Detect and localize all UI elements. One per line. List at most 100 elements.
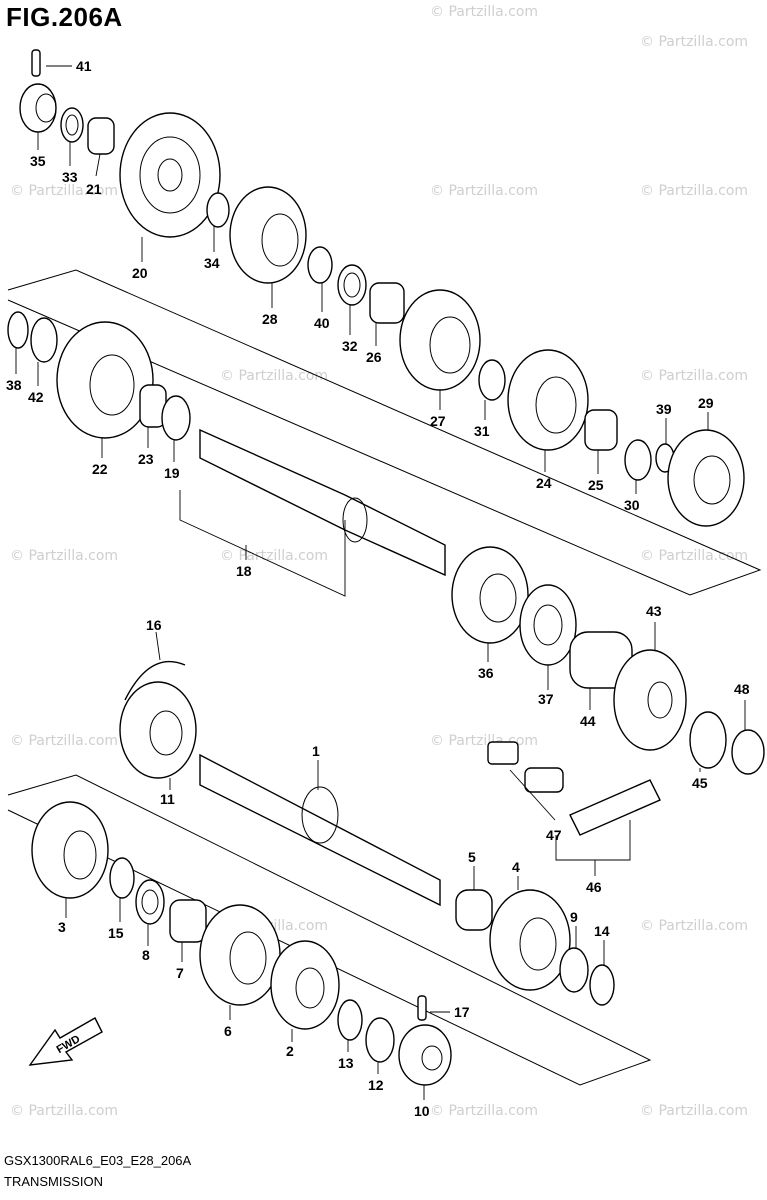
callout-39[interactable]: 39: [656, 401, 672, 417]
callout-28[interactable]: 28: [262, 311, 278, 327]
callout-1[interactable]: 1: [312, 743, 320, 759]
part-6-bore: [229, 931, 267, 985]
part-45-washer[interactable]: [689, 711, 727, 769]
part-15-circlip[interactable]: [109, 857, 135, 899]
part-6-gear[interactable]: [199, 904, 281, 1006]
part-7-needle-bearing[interactable]: [169, 899, 207, 943]
callout-45[interactable]: 45: [692, 775, 708, 791]
watermark: © Partzilla.com: [430, 183, 538, 199]
part-1-gear: [301, 786, 339, 844]
part-22-gear[interactable]: [56, 321, 154, 439]
part-34-circlip[interactable]: [206, 192, 230, 228]
callout-18[interactable]: 18: [236, 563, 252, 579]
callout-44[interactable]: 44: [580, 713, 596, 729]
part-41-pin[interactable]: [31, 49, 41, 77]
part-32-washer[interactable]: [337, 264, 367, 306]
callout-6[interactable]: 6: [224, 1023, 232, 1039]
part-27-gear[interactable]: [399, 289, 481, 391]
part-12-washer[interactable]: [365, 1017, 395, 1063]
part-9-washer[interactable]: [559, 947, 589, 993]
callout-20[interactable]: 20: [132, 265, 148, 281]
callout-32[interactable]: 32: [342, 338, 358, 354]
part-29-gear[interactable]: [667, 429, 745, 527]
callout-48[interactable]: 48: [734, 681, 750, 697]
part-35-bushing[interactable]: [19, 83, 57, 133]
callout-21[interactable]: 21: [86, 181, 102, 197]
part-40-circlip[interactable]: [307, 246, 333, 284]
callout-15[interactable]: 15: [108, 925, 124, 941]
part-28-gear[interactable]: [229, 186, 307, 284]
part-33-washer[interactable]: [60, 107, 84, 143]
callout-10[interactable]: 10: [414, 1103, 430, 1119]
callout-29[interactable]: 29: [698, 395, 714, 411]
callout-40[interactable]: 40: [314, 315, 330, 331]
part-19-circlip[interactable]: [161, 395, 191, 441]
part-4-bore: [519, 917, 557, 971]
part-47-chain-joint-link[interactable]: [524, 767, 564, 793]
part-47-chain-joint-plate[interactable]: [487, 741, 519, 765]
callout-33[interactable]: 33: [62, 169, 78, 185]
part-25-needle-bearing[interactable]: [584, 409, 618, 451]
part-1-driveshaft[interactable]: [199, 753, 441, 907]
callout-2[interactable]: 2: [286, 1043, 294, 1059]
callout-38[interactable]: 38: [6, 377, 22, 393]
callout-46[interactable]: 46: [586, 879, 602, 895]
callout-11[interactable]: 11: [160, 791, 175, 807]
part-30-washer[interactable]: [624, 439, 652, 481]
part-36-bore: [479, 573, 517, 623]
callout-13[interactable]: 13: [338, 1055, 354, 1071]
callout-37[interactable]: 37: [538, 691, 554, 707]
callout-8[interactable]: 8: [142, 947, 150, 963]
part-26-needle-bearing[interactable]: [369, 282, 405, 324]
callout-42[interactable]: 42: [28, 389, 44, 405]
part-36-bearing[interactable]: [451, 546, 529, 644]
callout-25[interactable]: 25: [588, 477, 604, 493]
part-38-circlip[interactable]: [7, 311, 29, 349]
callout-9[interactable]: 9: [570, 909, 578, 925]
callout-4[interactable]: 4: [512, 859, 520, 875]
part-43-sprocket[interactable]: [613, 649, 687, 751]
callout-3[interactable]: 3: [58, 919, 66, 935]
part-42-washer[interactable]: [30, 317, 58, 363]
callout-27[interactable]: 27: [430, 413, 446, 429]
part-20-gear[interactable]: [119, 112, 221, 238]
part-10-bushing[interactable]: [398, 1024, 452, 1086]
part-4-gear[interactable]: [489, 889, 571, 991]
part-3-gear[interactable]: [31, 801, 109, 899]
callout-34[interactable]: 34: [204, 255, 220, 271]
part-5-bushing[interactable]: [455, 889, 493, 931]
callout-41[interactable]: 41: [76, 58, 92, 74]
callout-19[interactable]: 19: [164, 465, 180, 481]
part-22-bore: [89, 354, 135, 416]
part-48-nut[interactable]: [731, 729, 765, 775]
callout-17[interactable]: 17: [454, 1004, 470, 1020]
callout-7[interactable]: 7: [176, 965, 184, 981]
part-18-countershaft[interactable]: [199, 428, 446, 577]
part-46-drive-chain[interactable]: [569, 779, 661, 836]
callout-31[interactable]: 31: [474, 423, 490, 439]
callout-5[interactable]: 5: [468, 849, 476, 865]
callout-43[interactable]: 43: [646, 603, 662, 619]
part-31-washer[interactable]: [478, 359, 506, 401]
callout-14[interactable]: 14: [594, 923, 610, 939]
part-8-washer[interactable]: [135, 879, 165, 925]
callout-12[interactable]: 12: [368, 1077, 384, 1093]
part-2-gear[interactable]: [270, 940, 340, 1030]
part-17-pin[interactable]: [417, 995, 427, 1021]
callout-30[interactable]: 30: [624, 497, 640, 513]
part-14-circlip[interactable]: [589, 964, 615, 1006]
callout-24[interactable]: 24: [536, 475, 552, 491]
callout-26[interactable]: 26: [366, 349, 382, 365]
callout-35[interactable]: 35: [30, 153, 46, 169]
part-11-bearing[interactable]: [119, 681, 197, 779]
callout-47[interactable]: 47: [546, 827, 562, 843]
part-13-circlip[interactable]: [337, 999, 363, 1041]
part-21-bushing[interactable]: [87, 117, 115, 155]
callout-16[interactable]: 16: [146, 617, 162, 633]
watermark: © Partzilla.com: [10, 183, 118, 199]
callout-36[interactable]: 36: [478, 665, 494, 681]
part-24-gear[interactable]: [507, 349, 589, 451]
callout-23[interactable]: 23: [138, 451, 154, 467]
part-37-seal[interactable]: [519, 584, 577, 666]
callout-22[interactable]: 22: [92, 461, 108, 477]
